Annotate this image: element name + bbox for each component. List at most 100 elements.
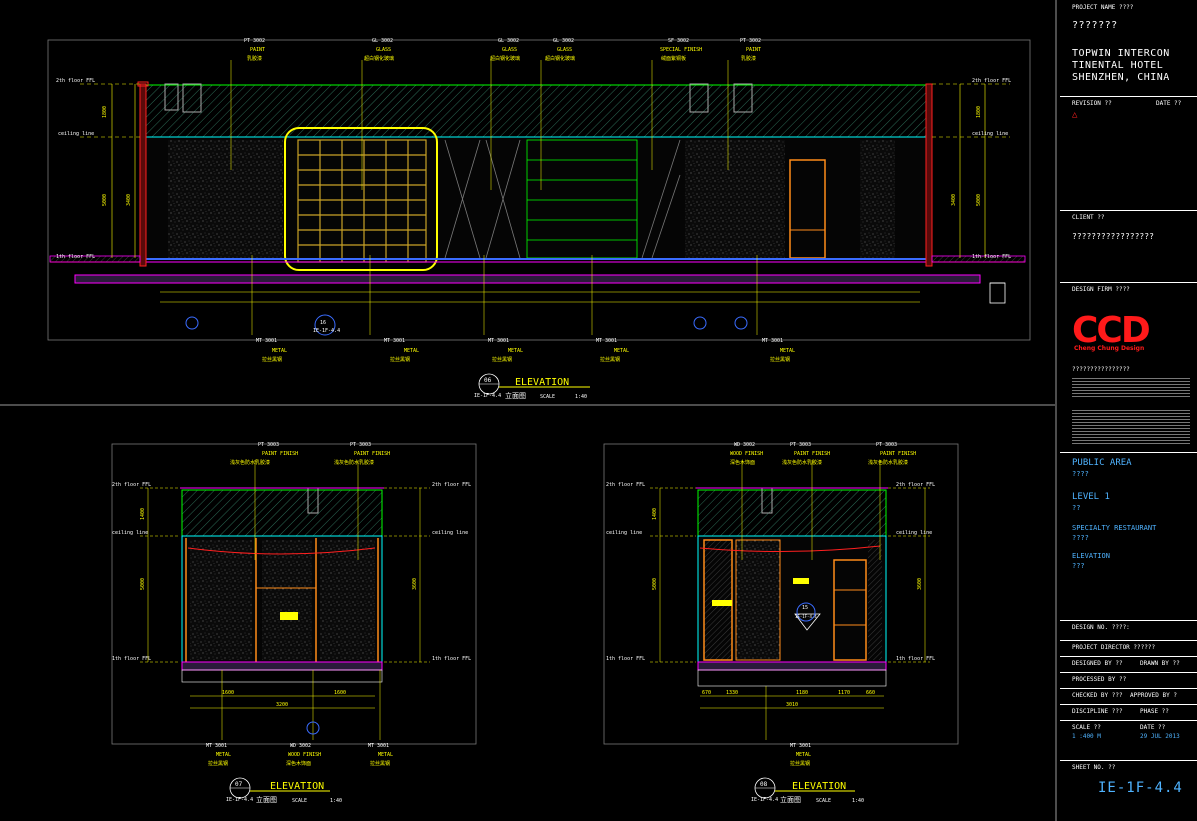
- svg-text:PAINT: PAINT: [746, 47, 761, 53]
- svg-text:浅灰色防水乳胶漆: 浅灰色防水乳胶漆: [782, 459, 822, 466]
- sheet-no-value: IE-1F-4.4: [1098, 780, 1183, 796]
- svg-text:GL 3002: GL 3002: [553, 38, 574, 44]
- level-ceiling-right: ceiling line: [972, 131, 1008, 137]
- svg-text:GLASS: GLASS: [557, 47, 572, 53]
- svg-text:METAL: METAL: [796, 752, 811, 758]
- svg-text:PT 3003: PT 3003: [350, 442, 371, 448]
- svg-text:PAINT FINISH: PAINT FINISH: [880, 451, 916, 457]
- firm-address-block: [1072, 376, 1190, 398]
- scale-label: SCALE ??: [1072, 724, 1101, 731]
- approved-by-label: APPROVED BY ?: [1130, 692, 1177, 699]
- svg-text:METAL: METAL: [378, 752, 393, 758]
- e07-title-cn: 立面图: [256, 795, 277, 804]
- drawing-label: ELEVATION: [1072, 552, 1110, 560]
- elevation-title-marks: [229, 373, 855, 799]
- svg-text:超白钢化玻璃: 超白钢化玻璃: [490, 55, 520, 62]
- discipline-label: DISCIPLINE ???: [1072, 708, 1123, 715]
- svg-text:PAINT FINISH: PAINT FINISH: [794, 451, 830, 457]
- e07-scale-label: SCALE: [292, 798, 307, 804]
- title-block: PROJECT NAME ???? ??????? TOPWIN INTERCO…: [1060, 0, 1197, 821]
- svg-text:乳胶漆: 乳胶漆: [247, 55, 262, 62]
- e08-level-1: 1th floor FFL: [606, 656, 645, 662]
- svg-text:PT 3003: PT 3003: [790, 442, 811, 448]
- divider: [1060, 620, 1197, 621]
- e08-number: 08: [760, 781, 768, 788]
- e08-dim-3: 3600: [917, 578, 923, 590]
- svg-text:深色木饰面: 深色木饰面: [730, 459, 755, 466]
- elevation-titles: 06 IE-1F-4.4 ELEVATION 立面图 SCALE 1:40 07…: [226, 377, 864, 804]
- checked-by-label: CHECKED BY ???: [1072, 692, 1123, 699]
- svg-text:拉丝黑钢: 拉丝黑钢: [600, 356, 620, 363]
- level-1-right: 1th floor FFL: [972, 254, 1011, 260]
- elevation-08: [650, 460, 930, 740]
- divider: [1060, 760, 1197, 761]
- divider: [1060, 672, 1197, 673]
- e08-level-1-right: 1th floor FFL: [896, 656, 935, 662]
- level-label: LEVEL 1: [1072, 492, 1110, 502]
- e07-level-ceiling-right: ceiling line: [432, 530, 468, 536]
- e08-level-2: 2th floor FFL: [606, 482, 645, 488]
- e07-dim-b1: 1600: [222, 690, 234, 696]
- e08-level-2-right: 2th floor FFL: [896, 482, 935, 488]
- ccd-logo: CCD: [1072, 310, 1151, 351]
- disclaimer-block: [1072, 408, 1190, 444]
- svg-text:MT 3001: MT 3001: [762, 338, 783, 344]
- dim-e06-6: 1800: [976, 106, 982, 118]
- svg-text:PAINT FINISH: PAINT FINISH: [262, 451, 298, 457]
- e08-level-ceiling-right: ceiling line: [896, 530, 932, 536]
- e08-scale: 1:40: [852, 798, 864, 804]
- level-1-left: 1th floor FFL: [56, 254, 95, 260]
- sheet-frame: [0, 0, 1057, 821]
- svg-text:MT 3001: MT 3001: [596, 338, 617, 344]
- svg-text:WOOD FINISH: WOOD FINISH: [730, 451, 763, 457]
- dim-e06-2: 5000: [102, 194, 108, 206]
- svg-text:WOOD FINISH: WOOD FINISH: [288, 752, 321, 758]
- section-mark-16-ref: IE-1F-4.4: [313, 328, 340, 334]
- e07-level-ceiling: ceiling line: [112, 530, 148, 536]
- divider: [1060, 210, 1197, 211]
- svg-text:浅灰色防水乳胶漆: 浅灰色防水乳胶漆: [334, 459, 374, 466]
- svg-text:拉丝黑钢: 拉丝黑钢: [208, 760, 228, 767]
- svg-text:拉丝黑钢: 拉丝黑钢: [370, 760, 390, 767]
- scale-value: 1 :400 M: [1072, 733, 1101, 740]
- dim-e06-3: 3400: [126, 194, 132, 206]
- e08-dim-b1: 670: [702, 690, 711, 696]
- svg-text:浅灰色防水乳胶漆: 浅灰色防水乳胶漆: [230, 459, 270, 466]
- design-no-label: DESIGN NO. ????:: [1072, 624, 1130, 631]
- firm-name: ????????????????: [1072, 366, 1130, 373]
- designed-by-label: DESIGNED BY ??: [1072, 660, 1123, 667]
- e07-scale: 1:40: [330, 798, 342, 804]
- divider: [1060, 640, 1197, 641]
- e08-dim-b5: 660: [866, 690, 875, 696]
- date-label: DATE ??: [1156, 100, 1182, 107]
- svg-text:MT 3001: MT 3001: [206, 743, 227, 749]
- e07-dim-1: 1400: [140, 508, 146, 520]
- hotel-line-1: TOPWIN INTERCON: [1072, 48, 1170, 59]
- svg-text:拉丝黑钢: 拉丝黑钢: [390, 356, 410, 363]
- svg-text:METAL: METAL: [216, 752, 231, 758]
- e08-dim-2: 5000: [652, 578, 658, 590]
- svg-text:PT 3003: PT 3003: [258, 442, 279, 448]
- section-mark-16-num: 16: [320, 320, 326, 326]
- divider: [1060, 704, 1197, 705]
- svg-text:拉丝黑钢: 拉丝黑钢: [770, 356, 790, 363]
- e08-dim-b6: 3010: [786, 702, 798, 708]
- area-value: ????: [1072, 470, 1089, 478]
- design-firm-label: DESIGN FIRM ????: [1072, 286, 1130, 293]
- e08-ref: IE-1F-4.4: [751, 797, 778, 803]
- svg-text:超白钢化玻璃: 超白钢化玻璃: [545, 55, 575, 62]
- client-label: CLIENT ??: [1072, 214, 1105, 221]
- phase-label: PHASE ??: [1140, 708, 1169, 715]
- svg-text:SPECIAL FINISH: SPECIAL FINISH: [660, 47, 702, 53]
